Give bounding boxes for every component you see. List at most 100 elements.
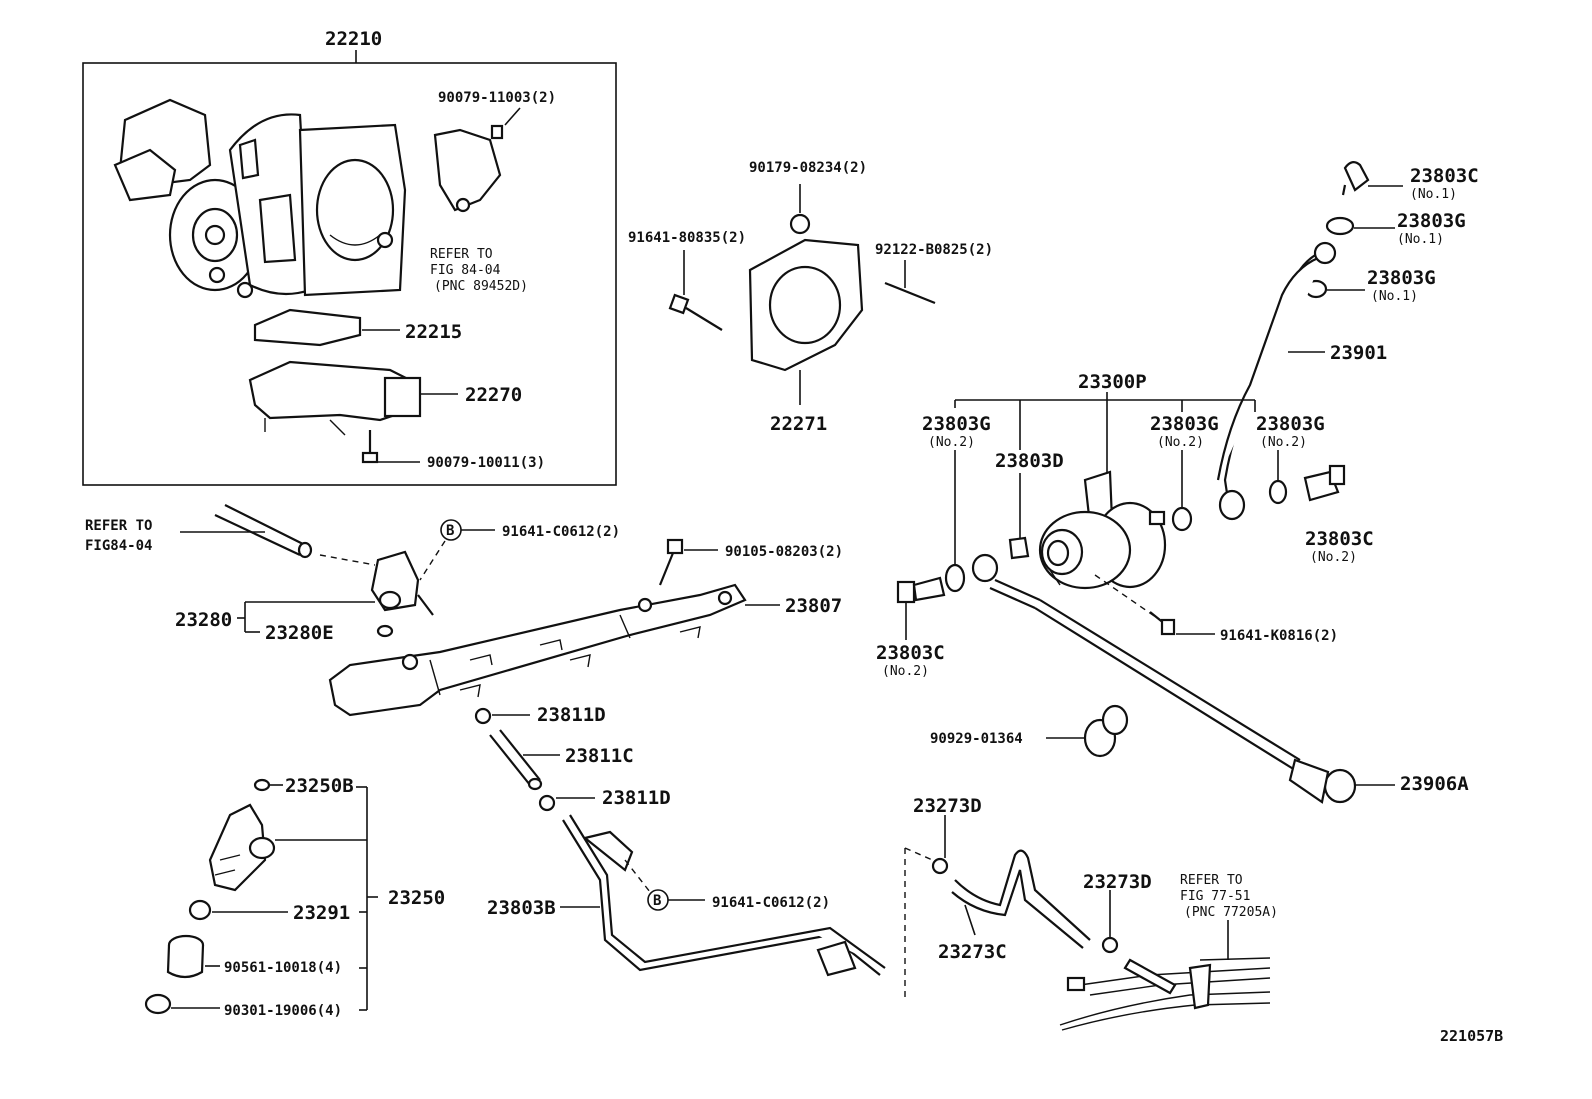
note-no2-b: (No.2) xyxy=(1157,435,1204,450)
label-22210[interactable]: 22210 xyxy=(325,28,382,50)
throttle-position-sensor xyxy=(433,124,504,213)
refer-note-fig77-line1: REFER TO xyxy=(1180,873,1243,888)
note-no2-d: (No.2) xyxy=(1310,550,1357,565)
label-90179-08234[interactable]: 90179-08234(2) xyxy=(749,160,867,176)
label-23803G-no1-a[interactable]: 23803G xyxy=(1397,210,1466,232)
fuel-line-23906A xyxy=(971,553,1357,804)
label-22270[interactable]: 22270 xyxy=(465,384,522,406)
union-bolt-23803C-no2-left xyxy=(896,576,946,604)
throttle-body-assembly-frame xyxy=(82,62,617,486)
note-no2-e: (No.2) xyxy=(882,664,929,679)
label-23803G-no1-b[interactable]: 23803G xyxy=(1367,267,1436,289)
label-92122-B0825[interactable]: 92122-B0825(2) xyxy=(875,242,993,258)
label-91641-80835[interactable]: 91641-80835(2) xyxy=(628,230,746,246)
o-ring-23250B xyxy=(253,778,271,792)
gasket-22271 xyxy=(748,238,864,372)
label-22271[interactable]: 22271 xyxy=(770,413,827,435)
seal-90561-10018 xyxy=(166,934,205,979)
idle-air-control-valve xyxy=(248,360,422,436)
clip-23803D xyxy=(1008,536,1030,560)
label-23280[interactable]: 23280 xyxy=(175,609,232,631)
union-bolt-23803C-no2-right xyxy=(1303,464,1346,502)
gasket-23803G-no2-c xyxy=(1268,479,1288,505)
label-23250B[interactable]: 23250B xyxy=(285,775,354,797)
gasket-23803G-no1-a xyxy=(1325,216,1355,236)
note-no1-b: (No.1) xyxy=(1397,232,1444,247)
b-marker-1-label: B xyxy=(446,523,454,539)
label-23300P[interactable]: 23300P xyxy=(1078,371,1147,393)
fuel-injector-23250 xyxy=(208,803,276,892)
clamp-23273D-b xyxy=(1101,936,1119,954)
refer-note-fig77-line3: (PNC 77205A) xyxy=(1184,905,1278,920)
stud-92122-B0825 xyxy=(884,281,936,305)
label-90079-10011[interactable]: 90079-10011(3) xyxy=(427,455,545,471)
clip-23811D-a xyxy=(474,707,492,725)
fuel-lines-bundle xyxy=(1059,957,1271,1031)
label-90929-01364[interactable]: 90929-01364 xyxy=(930,731,1023,747)
label-23811D-b[interactable]: 23811D xyxy=(602,787,671,809)
b-marker-2-label: B xyxy=(653,893,661,909)
clamp-23273D-a xyxy=(931,857,949,875)
label-90079-11003[interactable]: 90079-11003(2) xyxy=(438,90,556,106)
note-no2-c: (No.2) xyxy=(1260,435,1307,450)
label-91641-K0816[interactable]: 91641-K0816(2) xyxy=(1220,628,1338,644)
label-23803C-no2-left[interactable]: 23803C xyxy=(876,642,945,664)
fuel-hose-23901 xyxy=(1216,241,1337,521)
label-23807[interactable]: 23807 xyxy=(785,595,842,617)
bolt-91641-K0816 xyxy=(1149,611,1176,636)
fuel-delivery-pipe-23807 xyxy=(328,583,747,717)
label-23803G-no2-a[interactable]: 23803G xyxy=(922,413,991,435)
label-91641-C0612-b[interactable]: 91641-C0612(2) xyxy=(712,895,830,911)
throttle-body-illustration xyxy=(113,98,407,299)
label-23803D[interactable]: 23803D xyxy=(995,450,1064,472)
hose-23811C xyxy=(489,729,543,791)
label-23803C-no2-right[interactable]: 23803C xyxy=(1305,528,1374,550)
diagram-id: 221057B xyxy=(1440,1027,1503,1045)
label-23273D-b[interactable]: 23273D xyxy=(1083,871,1152,893)
bolt-91641-80835 xyxy=(668,293,723,331)
label-23906A[interactable]: 23906A xyxy=(1400,773,1469,795)
label-90301-19006[interactable]: 90301-19006(4) xyxy=(224,1003,342,1019)
gasket-23803G-no2-a xyxy=(944,563,966,593)
label-23803B[interactable]: 23803B xyxy=(487,897,556,919)
note-no2-a: (No.2) xyxy=(928,435,975,450)
label-23803G-no2-b[interactable]: 23803G xyxy=(1150,413,1219,435)
label-22215[interactable]: 22215 xyxy=(405,321,462,343)
label-23250[interactable]: 23250 xyxy=(388,887,445,909)
bolt-90105-08203 xyxy=(658,538,684,586)
gasket-23803G-no2-b xyxy=(1171,506,1193,532)
refer-note-left-line1: REFER TO xyxy=(85,518,152,534)
union-bolt-23803C-no1 xyxy=(1341,161,1370,196)
pulsation-damper-23280 xyxy=(370,550,434,616)
label-23273D-a[interactable]: 23273D xyxy=(913,795,982,817)
label-23803G-no2-c[interactable]: 23803G xyxy=(1256,413,1325,435)
hose-23273C xyxy=(951,849,1091,949)
gasket-22215 xyxy=(253,308,362,347)
note-no1-a: (No.1) xyxy=(1410,187,1457,202)
refer-note-line3: (PNC 89452D) xyxy=(434,279,528,294)
clamp-90929-01364 xyxy=(1083,704,1129,758)
label-90561-10018[interactable]: 90561-10018(4) xyxy=(224,960,342,976)
refer-note-line1: REFER TO xyxy=(430,247,493,262)
label-91641-C0612-a[interactable]: 91641-C0612(2) xyxy=(502,524,620,540)
screw-90079-10011 xyxy=(361,430,379,464)
refer-note-line2: FIG 84-04 xyxy=(430,263,501,278)
refer-note-fig77-line2: FIG 77-51 xyxy=(1180,889,1250,904)
o-ring-90301-19006 xyxy=(144,993,172,1015)
refer-note-left-line2: FIG84-04 xyxy=(85,538,152,554)
nut-90179-08234 xyxy=(789,213,811,235)
label-23273C[interactable]: 23273C xyxy=(938,941,1007,963)
insulator-23291 xyxy=(188,899,212,921)
label-23901[interactable]: 23901 xyxy=(1330,342,1387,364)
fuel-pipe-23803B xyxy=(562,814,886,977)
label-23803C-no1[interactable]: 23803C xyxy=(1410,165,1479,187)
note-no1-c: (No.1) xyxy=(1371,289,1418,304)
o-ring-23280E xyxy=(376,624,394,638)
label-23291[interactable]: 23291 xyxy=(293,902,350,924)
label-90105-08203[interactable]: 90105-08203(2) xyxy=(725,544,843,560)
fuel-pressure-regulator xyxy=(1038,470,1167,590)
label-23811D-a[interactable]: 23811D xyxy=(537,704,606,726)
label-23280E[interactable]: 23280E xyxy=(265,622,334,644)
label-23811C[interactable]: 23811C xyxy=(565,745,634,767)
